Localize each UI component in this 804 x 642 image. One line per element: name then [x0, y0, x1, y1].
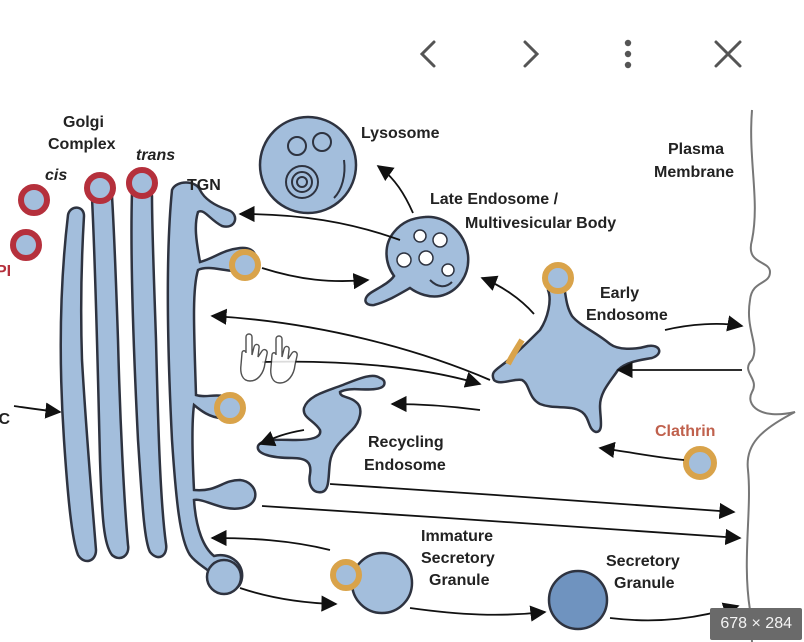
golgi-bud-vesicle: [205, 558, 243, 596]
label-early-line2: Endosome: [586, 307, 668, 324]
label-secretory-line2: Granule: [614, 575, 675, 592]
label-cut-pi: PI: [0, 263, 11, 280]
golgi-cis-cisterna: [59, 206, 98, 563]
lysosome: [258, 115, 358, 215]
label-late-endosome-line2: Multivesicular Body: [465, 215, 616, 232]
label-cut-c: IC: [0, 411, 10, 428]
label-tgn: TGN: [187, 177, 221, 194]
clathrin-coated-vesicles: [214, 249, 717, 591]
label-immature-line2: Secretory: [421, 550, 495, 567]
prev-button[interactable]: [405, 30, 453, 78]
more-options-button[interactable]: [604, 30, 652, 78]
golgi-medial-cisterna: [90, 187, 130, 560]
label-plasma-line1: Plasma: [668, 141, 724, 158]
immature-secretory-granule: [350, 551, 414, 615]
golgi-trans-cisterna: [130, 184, 168, 559]
close-button[interactable]: [704, 30, 752, 78]
secretory-granule: [547, 569, 609, 631]
label-immature-line1: Immature: [421, 528, 493, 545]
cop-coated-vesicles: [10, 167, 158, 261]
hand-cursor-icon: [240, 333, 298, 384]
next-button[interactable]: [506, 30, 554, 78]
transport-arrows: [13, 165, 744, 622]
label-clathrin: Clathrin: [655, 423, 715, 440]
label-recycling-line1: Recycling: [368, 434, 444, 451]
label-trans: trans: [136, 147, 175, 164]
more-vertical-icon: [624, 39, 632, 69]
label-late-endosome-line1: Late Endosome /: [430, 191, 559, 208]
trans-golgi-network: [166, 181, 257, 592]
image-dimensions-badge: 678 × 284: [710, 608, 802, 640]
label-golgi-line2: Complex: [48, 136, 116, 153]
plasma-membrane: [745, 109, 796, 642]
label-secretory-line1: Secretory: [606, 553, 680, 570]
label-recycling-line2: Endosome: [364, 457, 446, 474]
label-plasma-line2: Membrane: [654, 164, 734, 181]
close-icon: [714, 40, 742, 68]
chevron-right-icon: [523, 40, 540, 68]
label-lysosome: Lysosome: [361, 125, 440, 142]
label-early-line1: Early: [600, 285, 639, 302]
chevron-left-icon: [419, 40, 436, 68]
label-cis: cis: [45, 167, 67, 184]
recycling-endosome: [256, 374, 386, 494]
late-endosome-mvb: [364, 215, 470, 307]
early-endosome: [491, 281, 661, 434]
label-golgi-line1: Golgi: [63, 114, 104, 131]
label-immature-line3: Granule: [429, 572, 490, 589]
